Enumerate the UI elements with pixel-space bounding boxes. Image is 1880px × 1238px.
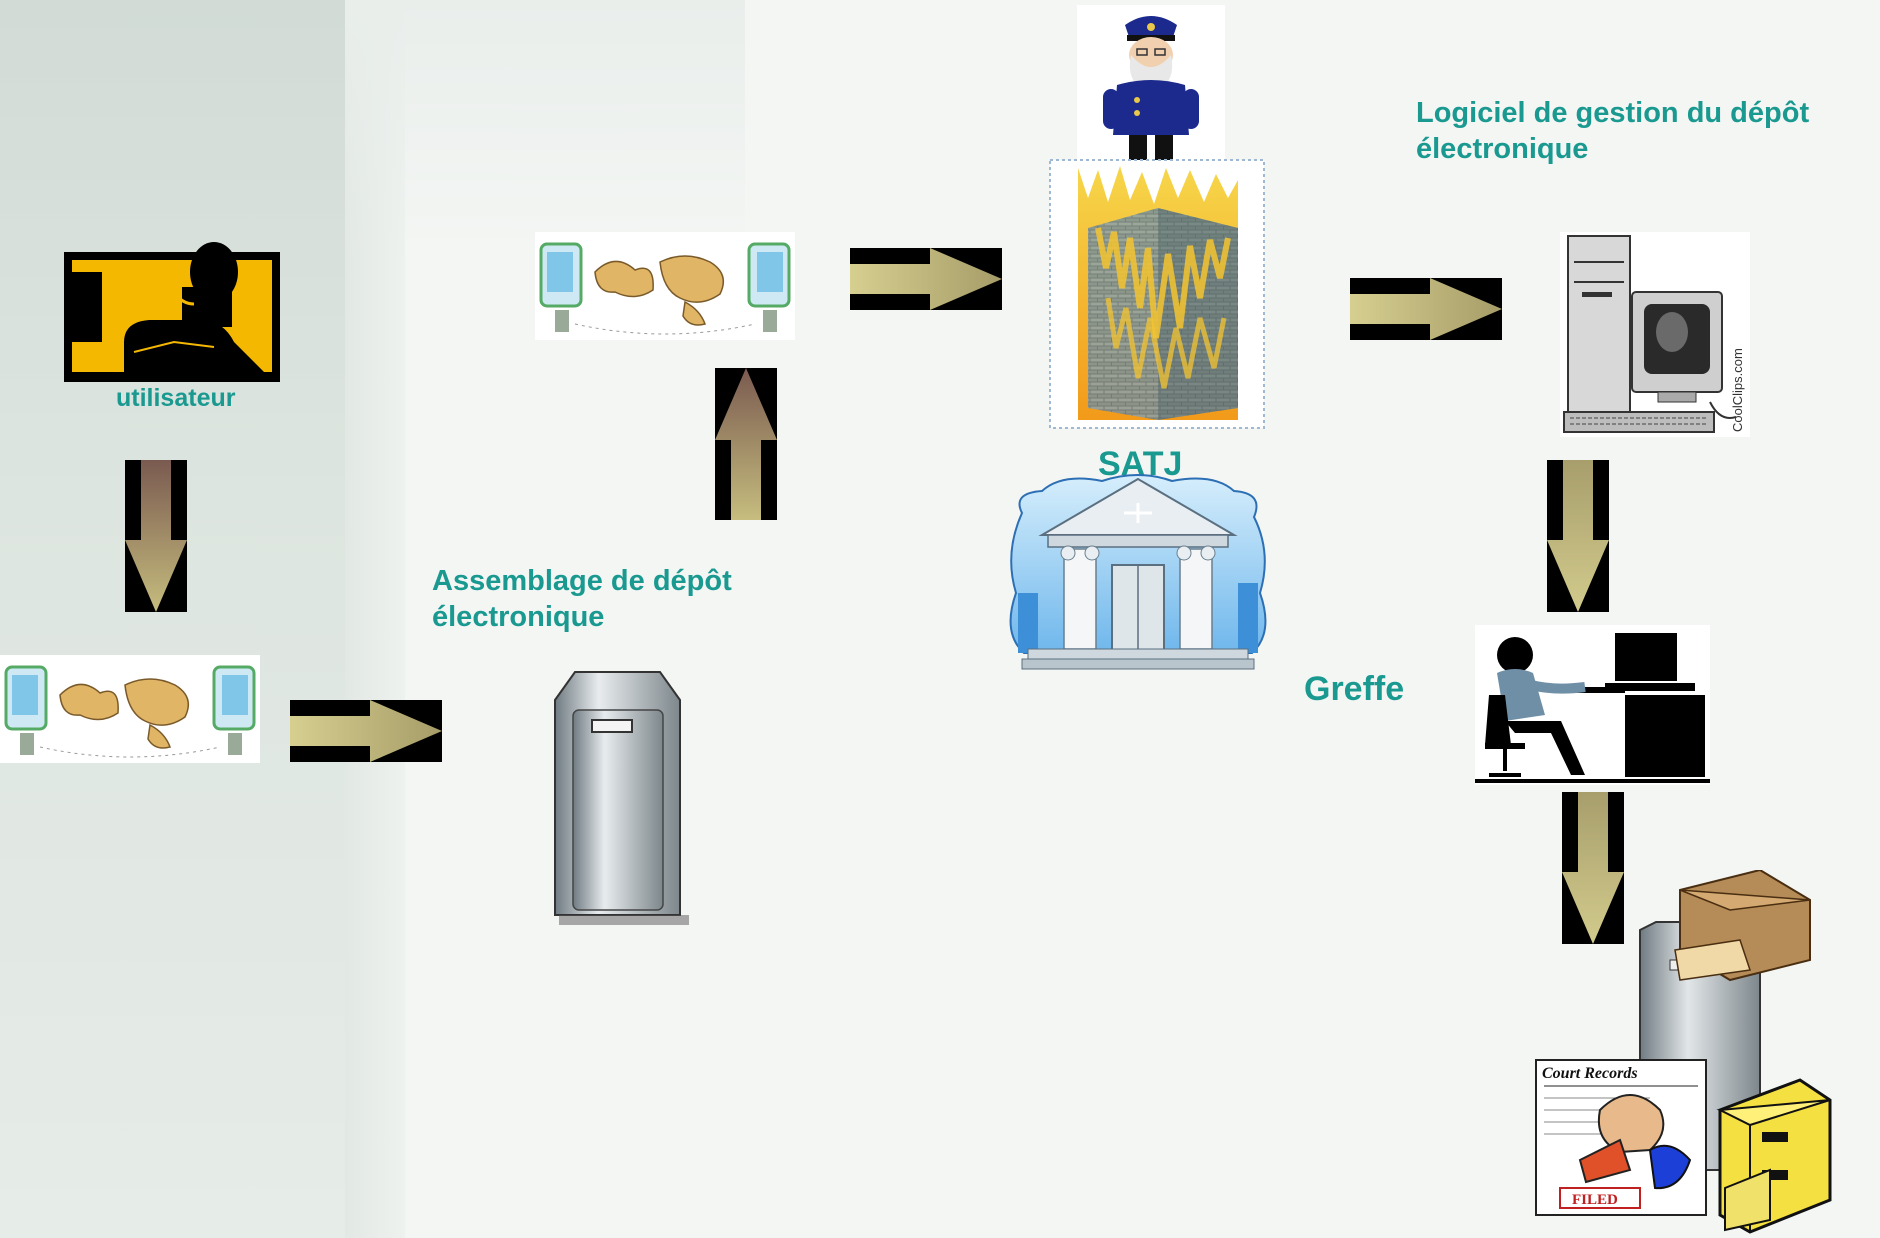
courthouse-icon bbox=[1002, 473, 1274, 685]
desktop-computer-icon: CoolClips.com bbox=[1560, 232, 1750, 437]
court-records-title: Court Records bbox=[1542, 1065, 1638, 1082]
arrow-right-network-to-firewall bbox=[850, 248, 1002, 310]
arrow-down-software-to-clerk bbox=[1547, 460, 1609, 612]
records-filing-icon: Court Records FILED bbox=[1530, 870, 1850, 1235]
arrow-down-clerk-to-records bbox=[1562, 792, 1624, 944]
server-tower-icon bbox=[545, 670, 690, 930]
internet-network-icon bbox=[0, 655, 260, 763]
arrow-right-network-to-server bbox=[290, 700, 442, 762]
arrow-up-server-to-network bbox=[715, 368, 777, 520]
clerk-at-desk-icon bbox=[1475, 625, 1710, 785]
assembly-label: Assemblage de dépôt électronique bbox=[432, 565, 732, 634]
police-officer-icon bbox=[1077, 5, 1225, 183]
filed-stamp: FILED bbox=[1572, 1192, 1618, 1208]
background-left-panel bbox=[0, 0, 345, 1238]
arrow-right-firewall-to-software bbox=[1350, 278, 1502, 340]
firewall-icon bbox=[1048, 158, 1266, 430]
coolclips-watermark: CoolClips.com bbox=[1730, 348, 1745, 432]
arrow-down-user-to-network bbox=[125, 460, 187, 612]
software-label: Logiciel de gestion du dépôt électroniqu… bbox=[1416, 97, 1810, 166]
background-texture bbox=[345, 0, 745, 260]
user-at-computer-icon bbox=[64, 232, 280, 382]
internet-network-icon bbox=[533, 232, 797, 340]
registry-label: Greffe bbox=[1304, 670, 1405, 708]
user-label: utilisateur bbox=[116, 384, 236, 412]
